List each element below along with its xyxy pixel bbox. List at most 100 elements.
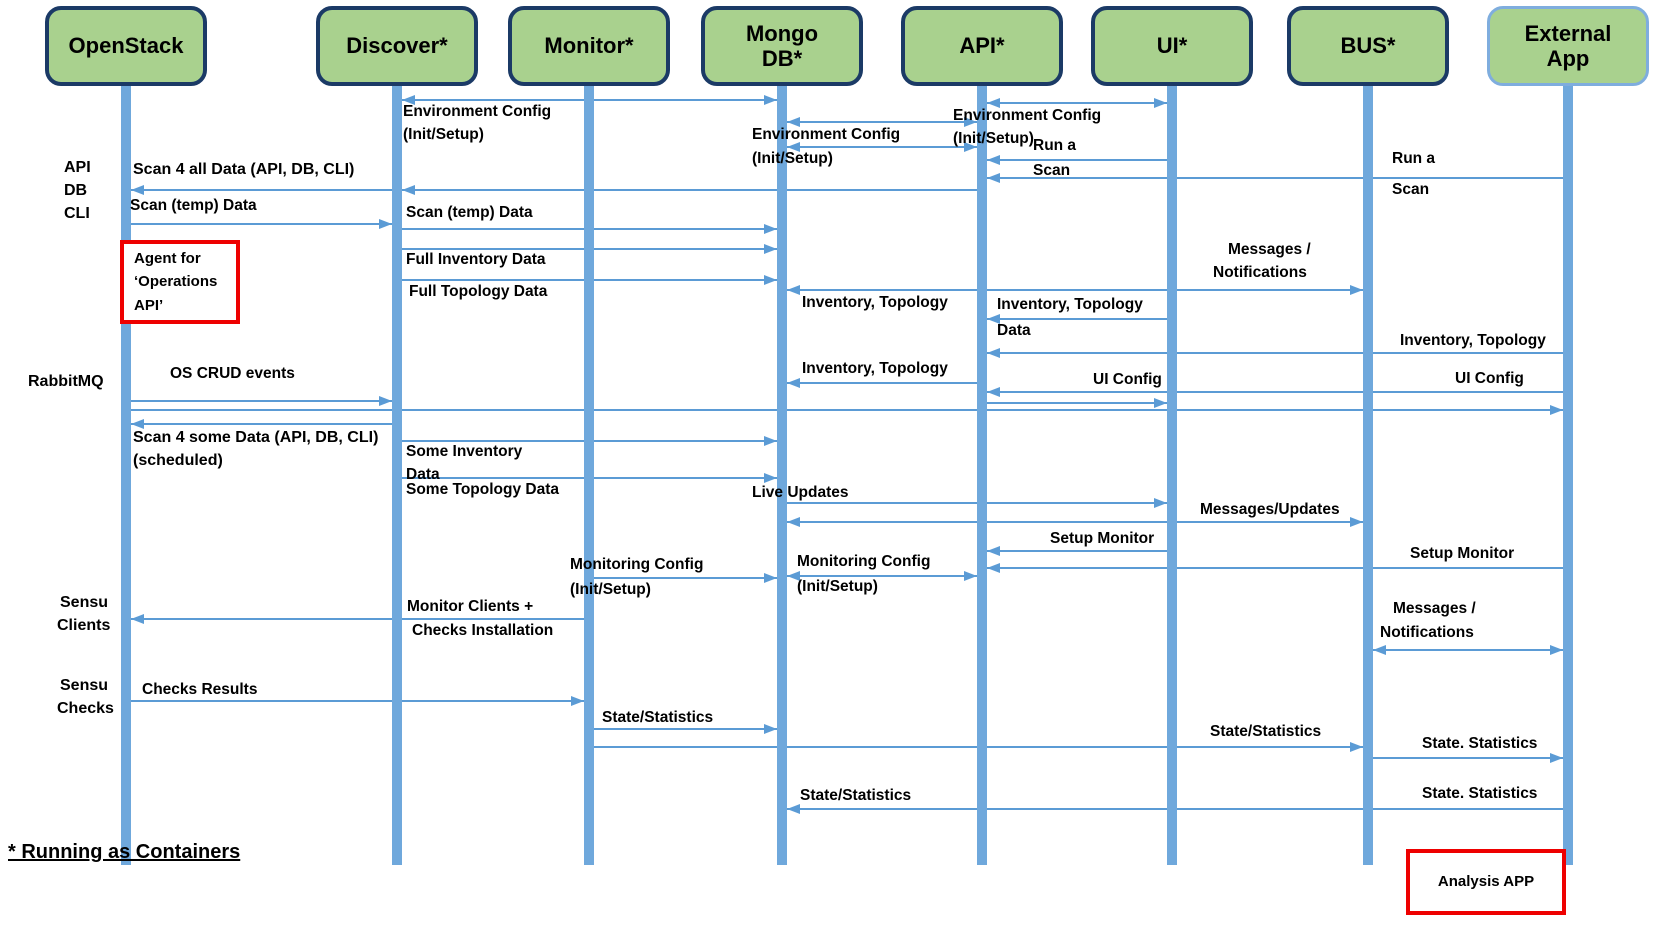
message-line xyxy=(982,402,1172,404)
arrowhead-icon xyxy=(964,571,977,581)
message-line xyxy=(397,189,982,191)
lifeline-external-app xyxy=(1563,86,1573,865)
arrowhead-icon xyxy=(764,724,777,734)
arrowhead-icon xyxy=(1373,645,1386,655)
message-line xyxy=(126,409,1568,411)
message-line xyxy=(782,121,982,123)
message-line xyxy=(782,575,982,577)
message-label: State. Statistics xyxy=(1422,735,1538,752)
callout-text: Agent for xyxy=(134,250,201,268)
message-label: UI Config xyxy=(1455,370,1524,387)
arrowhead-icon xyxy=(402,185,415,195)
message-label: Inventory, Topology xyxy=(997,296,1143,313)
message-label: (Init/Setup) xyxy=(403,126,484,143)
message-label: Messages / xyxy=(1228,241,1311,258)
message-label: Scan xyxy=(1033,162,1071,179)
arrowhead-icon xyxy=(131,185,144,195)
actor-mongo-db: Mongo DB* xyxy=(701,6,863,86)
message-label: (Init/Setup) xyxy=(570,581,651,598)
message-label: State/Statistics xyxy=(1210,723,1322,740)
message-label: Sensu xyxy=(60,677,109,694)
arrowhead-icon xyxy=(987,98,1000,108)
message-label: Messages / xyxy=(1393,600,1476,617)
arrowhead-icon xyxy=(764,224,777,234)
message-line xyxy=(782,521,1368,523)
lifeline-mongo-db xyxy=(777,86,787,865)
lifeline-ui xyxy=(1167,86,1177,865)
message-line xyxy=(126,423,397,425)
actor-ui: UI* xyxy=(1091,6,1253,86)
message-line xyxy=(982,159,1172,161)
arrowhead-icon xyxy=(1550,405,1563,415)
message-label: (Init/Setup) xyxy=(797,578,878,595)
lifeline-bus xyxy=(1363,86,1373,865)
message-label: Messages/Updates xyxy=(1200,501,1340,518)
message-label: Live Updates xyxy=(752,484,849,501)
message-label: Full Inventory Data xyxy=(406,251,546,268)
lifeline-discover xyxy=(392,86,402,865)
arrowhead-icon xyxy=(787,117,800,127)
message-label: (scheduled) xyxy=(133,452,223,469)
arrowhead-icon xyxy=(379,396,392,406)
message-line xyxy=(982,391,1568,393)
message-label: Monitoring Config xyxy=(797,553,931,570)
message-line xyxy=(589,577,782,579)
message-label: Setup Monitor xyxy=(1410,545,1515,562)
arrowhead-icon xyxy=(1550,753,1563,763)
message-label: Checks Results xyxy=(142,681,258,698)
message-line xyxy=(126,700,589,702)
callout-text: Analysis APP xyxy=(1437,873,1535,891)
message-line xyxy=(982,550,1172,552)
message-label: Monitoring Config xyxy=(570,556,704,573)
message-label: Environment Config xyxy=(953,107,1102,124)
arrowhead-icon xyxy=(379,219,392,229)
message-label: Scan (temp) Data xyxy=(130,197,257,214)
message-line xyxy=(982,177,1568,179)
arrowhead-icon xyxy=(987,546,1000,556)
message-label: State. Statistics xyxy=(1422,785,1538,802)
message-line xyxy=(982,352,1568,354)
message-label: Environment Config xyxy=(752,126,901,143)
callout-agent-operations-api: Agent for‘Operations API’ xyxy=(120,240,240,324)
message-label: Data xyxy=(997,322,1031,339)
arrowhead-icon xyxy=(787,142,800,152)
arrowhead-icon xyxy=(764,275,777,285)
message-label: Checks xyxy=(57,700,114,717)
arrowhead-icon xyxy=(764,573,777,583)
message-label: Scan 4 all Data (API, DB, CLI) xyxy=(133,161,355,178)
arrowhead-icon xyxy=(1154,398,1167,408)
callout-text: API’ xyxy=(134,296,164,314)
message-line xyxy=(782,289,1368,291)
arrowhead-icon xyxy=(987,348,1000,358)
actor-discover: Discover* xyxy=(316,6,478,86)
message-label: Scan xyxy=(1392,181,1430,198)
actor-openstack: OpenStack xyxy=(45,6,207,86)
arrowhead-icon xyxy=(131,614,144,624)
arrowhead-icon xyxy=(787,285,800,295)
message-label: (Init/Setup) xyxy=(752,150,833,167)
message-label: Run a xyxy=(1033,137,1077,154)
message-label: State/Statistics xyxy=(602,709,714,726)
message-label: API xyxy=(64,159,91,176)
message-label: Checks Installation xyxy=(412,622,554,639)
arrowhead-icon xyxy=(987,173,1000,183)
message-label: Some Inventory xyxy=(406,443,523,460)
message-line xyxy=(126,223,397,225)
message-label: Full Topology Data xyxy=(409,283,548,300)
actor-bus: BUS* xyxy=(1287,6,1449,86)
message-label: Inventory, Topology xyxy=(802,360,948,377)
lifeline-api xyxy=(977,86,987,865)
message-label: Monitor Clients + xyxy=(407,598,534,615)
actor-external-app: External App xyxy=(1487,6,1649,86)
arrowhead-icon xyxy=(1350,285,1363,295)
actor-monitor: Monitor* xyxy=(508,6,670,86)
message-label: Environment Config xyxy=(403,103,552,120)
message-line xyxy=(982,318,1172,320)
arrowhead-icon xyxy=(1350,517,1363,527)
arrowhead-icon xyxy=(987,155,1000,165)
message-line xyxy=(782,146,982,148)
message-label: Inventory, Topology xyxy=(802,294,948,311)
arrowhead-icon xyxy=(787,571,800,581)
message-label: Notifications xyxy=(1380,624,1474,641)
